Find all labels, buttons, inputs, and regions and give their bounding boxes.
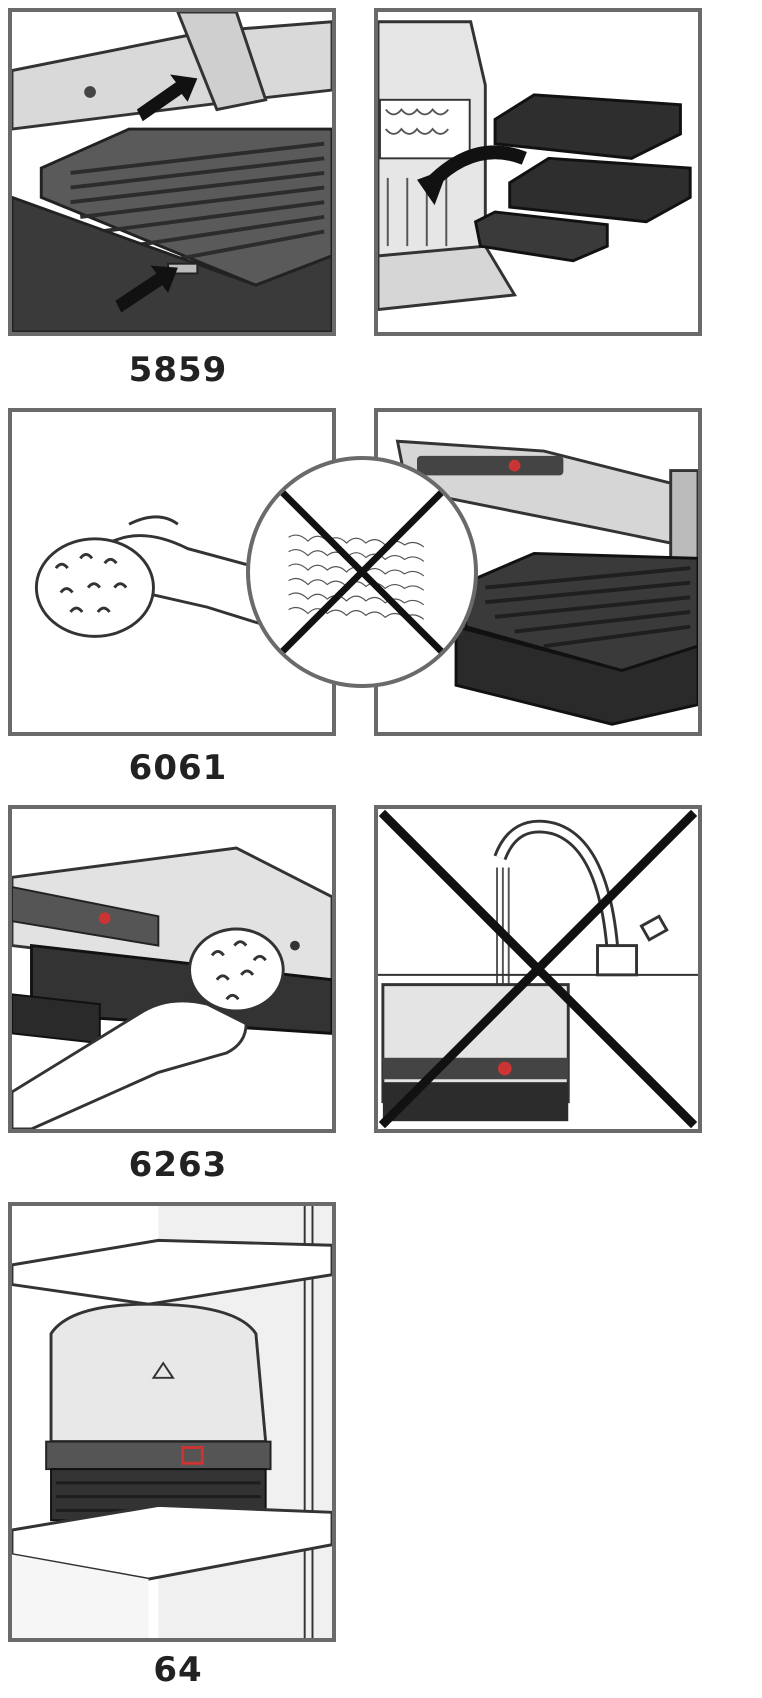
- page-number-caption: 64: [153, 1650, 203, 1690]
- faucet-grill-illustration: [378, 809, 698, 1129]
- prohibited-icon: [276, 486, 448, 658]
- open-grill-illustration: [395, 439, 698, 726]
- figure-wipe-lid: [8, 805, 336, 1133]
- prohibited-icon: [378, 809, 698, 1129]
- no-scouring-pad-circle: [246, 456, 478, 688]
- figure-storage: [8, 1202, 336, 1642]
- sponge-icon: [34, 537, 155, 638]
- grill-remove-plates-illustration: [12, 12, 332, 332]
- page-number-caption: 6061: [128, 748, 228, 788]
- grill-on-shelf-illustration: [12, 1206, 332, 1638]
- arrow-icon: [417, 168, 449, 206]
- arrow-icon: [115, 74, 198, 313]
- page-number-caption: 6263: [128, 1145, 228, 1185]
- wipe-grill-illustration: [12, 846, 332, 1129]
- sponge-icon: [188, 927, 285, 1013]
- figure-no-water: [374, 805, 702, 1133]
- figure-open-grill: [374, 408, 702, 736]
- page-number-caption: 5859: [128, 350, 228, 390]
- figure-dishwasher: [374, 8, 702, 336]
- dishwasher-illustration: [378, 20, 692, 312]
- figure-remove-plates: [8, 8, 336, 336]
